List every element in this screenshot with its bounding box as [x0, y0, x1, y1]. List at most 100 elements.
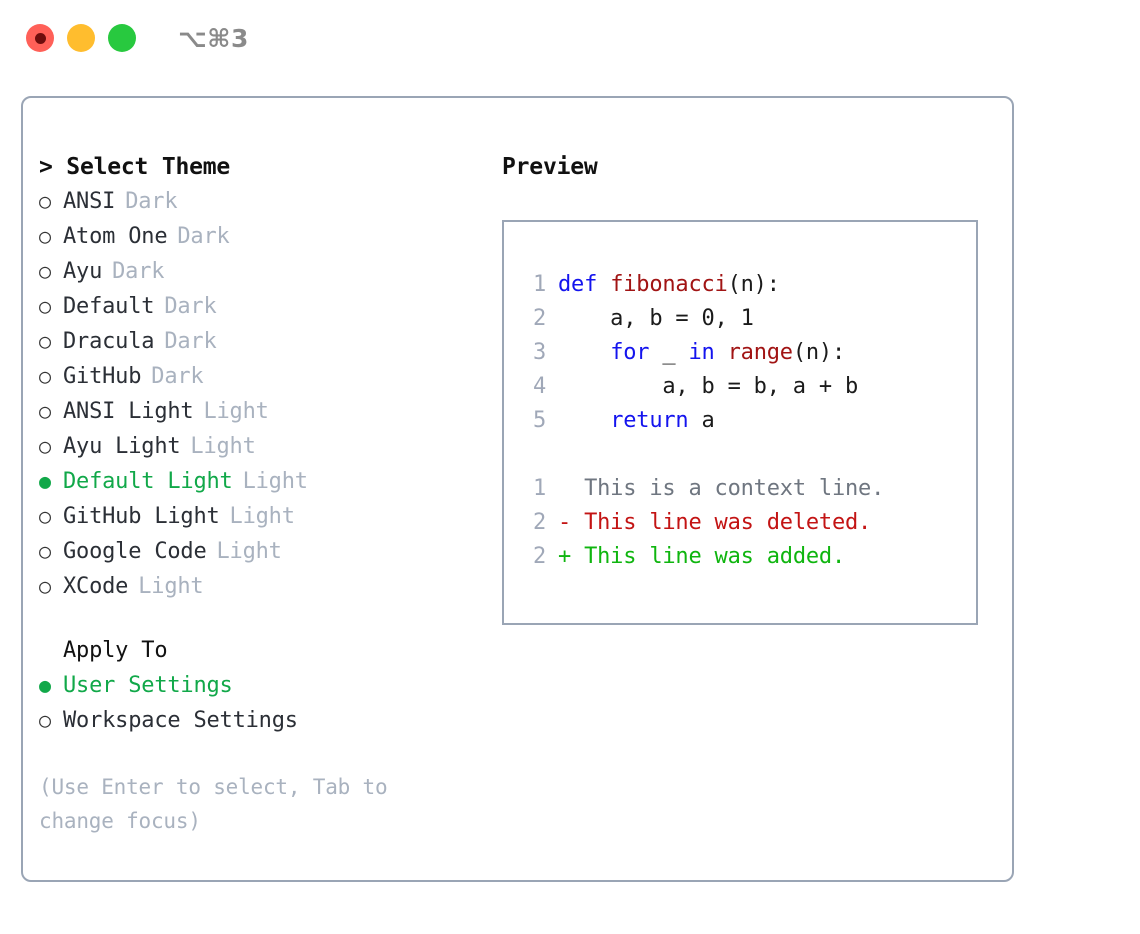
code-line: 4 a, b = b, a + b	[520, 370, 976, 404]
theme-kind-label: Light	[138, 574, 204, 599]
diff-line: 1 This is a context line.	[520, 472, 976, 506]
theme-name-label: Ayu Light	[63, 434, 181, 459]
code-line: 1 def fibonacci(n):	[520, 268, 976, 302]
code-line-text: return a	[558, 404, 715, 438]
theme-name-label: Default Light	[63, 469, 233, 494]
maximize-button[interactable]	[108, 24, 136, 52]
diff-marker: -	[558, 510, 572, 535]
theme-kind-label: Light	[190, 434, 256, 459]
theme-name-label: Google Code	[63, 539, 207, 564]
apply-to-item[interactable]: ○ Workspace Settings	[39, 703, 479, 738]
theme-kind-label: Dark	[177, 224, 230, 249]
diff-sample: 1 This is a context line.2- This line wa…	[520, 472, 976, 574]
theme-kind-label: Dark	[164, 294, 217, 319]
close-button[interactable]	[26, 24, 54, 52]
recording-indicator-dot	[34, 32, 46, 44]
radio-unselected-icon: ○	[39, 189, 51, 213]
code-token-pl: a, b = 0, 1	[558, 306, 754, 331]
theme-name-label: Dracula	[63, 329, 155, 354]
code-line-number: 5	[532, 408, 546, 433]
radio-unselected-icon: ○	[39, 224, 51, 248]
code-token-pl: (n):	[727, 272, 780, 297]
theme-name-label: XCode	[63, 574, 129, 599]
theme-kind-label: Light	[216, 539, 282, 564]
code-token-kw: in	[688, 340, 715, 365]
code-token-pl: _	[649, 340, 689, 365]
code-token-pl	[558, 408, 610, 433]
theme-list-item[interactable]: ○ XCode Light	[39, 569, 479, 604]
radio-unselected-icon: ○	[39, 574, 51, 598]
apply-to-label: Workspace Settings	[63, 708, 298, 733]
diff-line-text: This line was deleted.	[571, 510, 872, 535]
theme-kind-label: Light	[229, 504, 295, 529]
theme-kind-label: Dark	[151, 364, 204, 389]
code-token-pl: (n):	[792, 340, 846, 365]
theme-kind-label: Light	[242, 469, 308, 494]
theme-name-label: Default	[63, 294, 155, 319]
code-token-kw: return	[610, 408, 689, 433]
diff-line-number: 2	[532, 510, 546, 535]
code-line: 5 return a	[520, 404, 976, 438]
apply-to-item[interactable]: ● User Settings	[39, 668, 479, 703]
apply-to-label: User Settings	[63, 673, 233, 698]
code-line-text: a, b = 0, 1	[558, 302, 754, 336]
radio-unselected-icon: ○	[39, 708, 51, 732]
theme-list-item[interactable]: ○ ANSI Dark	[39, 184, 479, 219]
theme-name-label: GitHub	[63, 364, 142, 389]
window-title: ⌥⌘3	[178, 23, 249, 53]
radio-unselected-icon: ○	[39, 434, 51, 458]
radio-selected-icon: ●	[39, 673, 51, 697]
diff-line-number: 1	[532, 476, 546, 501]
code-token-fn: range	[727, 340, 793, 365]
code-line-number: 1	[532, 272, 546, 297]
apply-to-list: ● User Settings ○ Workspace Settings	[39, 668, 479, 738]
code-token-pl	[715, 340, 728, 365]
diff-marker	[558, 472, 571, 506]
theme-list-item[interactable]: ○ ANSI Light Light	[39, 394, 479, 429]
theme-list-item[interactable]: ○ Google Code Light	[39, 534, 479, 569]
code-token-kw: def	[558, 272, 611, 297]
radio-unselected-icon: ○	[39, 329, 51, 353]
theme-name-label: ANSI Light	[63, 399, 194, 424]
code-line-text: def fibonacci(n):	[558, 268, 780, 302]
code-line-text: a, b = b, a + b	[558, 370, 858, 404]
keyboard-hint-text: (Use Enter to select, Tab to change focu…	[39, 775, 400, 833]
code-token-pl: a	[688, 408, 715, 433]
select-theme-header: > Select Theme	[39, 154, 231, 180]
theme-name-label: Ayu	[63, 259, 103, 284]
theme-name-label: ANSI	[63, 189, 116, 214]
code-line: 3 for _ in range(n):	[520, 336, 976, 370]
code-token-pl	[558, 340, 610, 365]
radio-unselected-icon: ○	[39, 399, 51, 423]
diff-line-number: 2	[532, 544, 546, 569]
code-token-fn: fibonacci	[610, 272, 728, 297]
minimize-button[interactable]	[67, 24, 95, 52]
theme-list-item[interactable]: ○ Atom One Dark	[39, 219, 479, 254]
radio-unselected-icon: ○	[39, 504, 51, 528]
theme-list-item[interactable]: ○ Ayu Light Light	[39, 429, 479, 464]
diff-marker: +	[558, 544, 572, 569]
apply-to-section: Apply To ●User Settings○Workspace Settin…	[39, 634, 479, 738]
theme-kind-label: Light	[203, 399, 269, 424]
code-line-text: for _ in range(n):	[558, 336, 845, 370]
theme-name-label: Atom One	[63, 224, 168, 249]
theme-kind-label: Dark	[112, 259, 165, 284]
preview-title: Preview	[502, 154, 598, 180]
diff-line: 2- This line was deleted.	[520, 506, 976, 540]
theme-kind-label: Dark	[125, 189, 178, 214]
diff-line-text: This line was added.	[571, 544, 845, 569]
diff-line-text: This is a context line.	[571, 476, 885, 501]
radio-unselected-icon: ○	[39, 539, 51, 563]
window-titlebar: ⌥⌘3	[0, 0, 1140, 76]
